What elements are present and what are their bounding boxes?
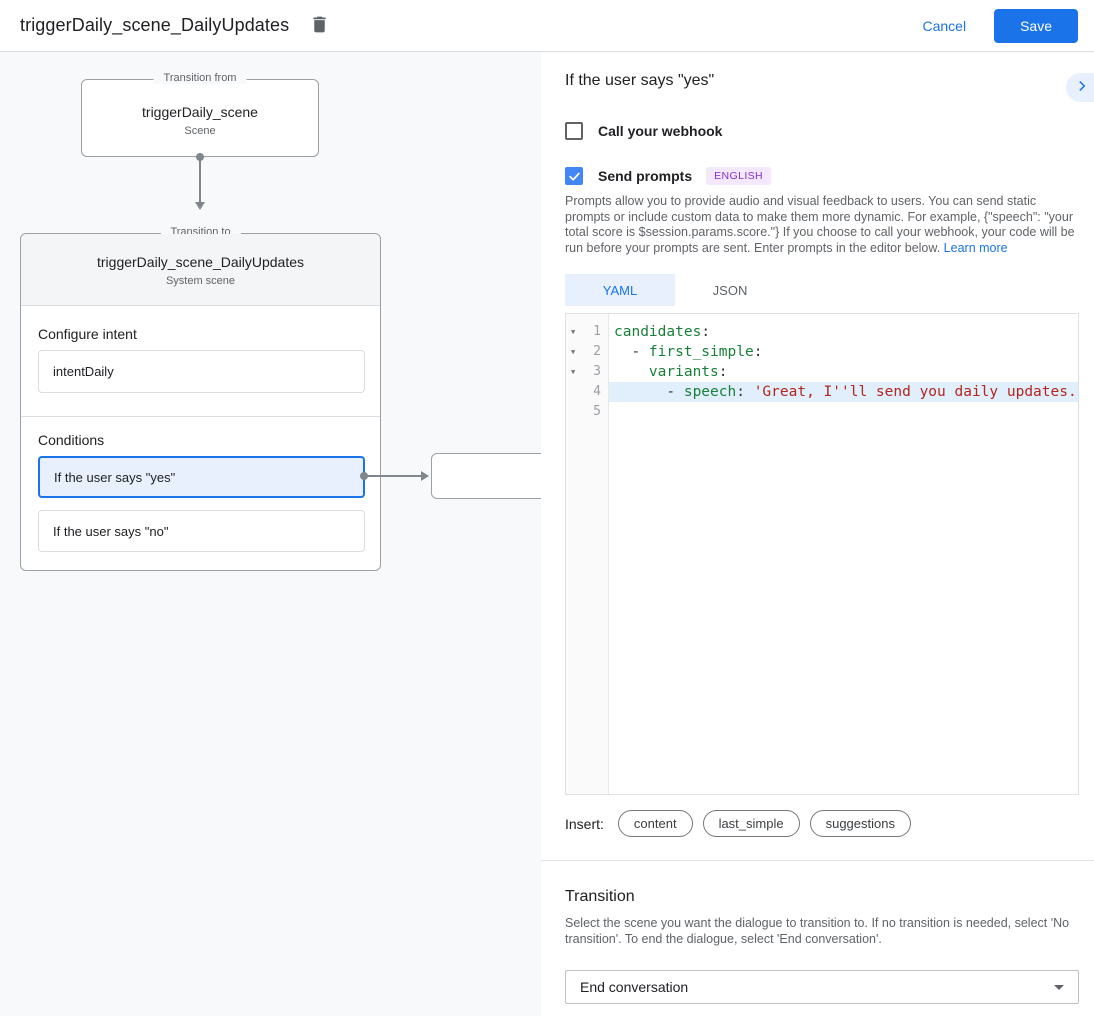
transition-description: Select the scene you want the dialogue t… <box>565 916 1070 946</box>
collapse-panel-button[interactable] <box>1066 73 1094 102</box>
to-scene-type: System scene <box>165 275 236 287</box>
connector-arrowhead-right <box>421 471 429 481</box>
transition-select[interactable]: End conversation <box>565 970 1079 1004</box>
cancel-button[interactable]: Cancel <box>922 17 967 34</box>
node-section-divider <box>21 416 380 417</box>
fold-arrow-icon[interactable]: ▼ <box>571 368 576 376</box>
to-node-header: triggerDaily_scene_DailyUpdates System s… <box>21 234 380 306</box>
transition-selected-value: End conversation <box>580 979 689 995</box>
fold-arrow-icon[interactable]: ▼ <box>571 348 576 356</box>
configure-intent-label: Configure intent <box>38 326 137 342</box>
insert-chip-last-simple[interactable]: last_simple <box>702 810 800 837</box>
dropdown-caret-icon <box>1054 984 1064 990</box>
line-number: 3 <box>593 364 601 379</box>
gutter-line: ▼2 <box>566 342 608 362</box>
transition-from-legend: Transition from <box>153 72 247 84</box>
connector-line-horizontal <box>366 475 422 477</box>
send-prompts-label: Send prompts <box>598 168 693 184</box>
line-number: 2 <box>593 344 601 359</box>
transition-to-node[interactable]: Transition to triggerDaily_scene_DailyUp… <box>20 226 381 571</box>
send-prompts-checkbox-row[interactable]: Send prompts ENGLISH <box>565 167 772 185</box>
chevron-right-icon <box>1075 79 1089 96</box>
condition-connector-dot <box>360 472 368 480</box>
call-webhook-checkbox-row[interactable]: Call your webhook <box>565 122 722 140</box>
condition-item-no[interactable]: If the user says "no" <box>38 510 365 552</box>
conditions-label: Conditions <box>38 432 105 448</box>
main-area: Transition from triggerDaily_scene Scene… <box>0 52 1094 1016</box>
tab-json[interactable]: JSON <box>712 282 748 298</box>
trash-icon <box>309 14 330 38</box>
intent-item[interactable]: intentDaily <box>38 350 365 393</box>
code-line[interactable]: candidates: <box>614 324 711 340</box>
insert-chip-suggestions[interactable]: suggestions <box>809 810 911 837</box>
scene-flow-canvas: Transition from triggerDaily_scene Scene… <box>0 52 541 1016</box>
condition-editor-panel: If the user says "yes" Call your webhook… <box>541 52 1094 1016</box>
top-header: triggerDaily_scene_DailyUpdates Cancel S… <box>0 0 1094 52</box>
insert-row: Insert: content last_simple suggestions <box>565 810 921 837</box>
call-webhook-label: Call your webhook <box>598 123 723 139</box>
from-scene-name: triggerDaily_scene <box>142 104 258 120</box>
transition-section-title: Transition <box>565 888 635 905</box>
learn-more-link[interactable]: Learn more <box>943 240 1008 255</box>
prompts-description: Prompts allow you to provide audio and v… <box>565 194 1075 255</box>
to-scene-name: triggerDaily_scene_DailyUpdates <box>97 254 304 270</box>
section-divider <box>541 860 1094 861</box>
tab-yaml[interactable]: YAML <box>565 274 675 306</box>
intent-name: intentDaily <box>53 364 114 379</box>
scene-title: triggerDaily_scene_DailyUpdates <box>20 15 290 35</box>
panel-title: If the user says "yes" <box>565 72 715 89</box>
condition-target-node[interactable] <box>431 453 541 499</box>
editor-code[interactable]: candidates: - first_simple: variants: - … <box>609 314 1078 794</box>
code-line[interactable] <box>609 402 1078 422</box>
gutter-line: ▼3 <box>566 362 608 382</box>
line-number: 4 <box>593 384 601 399</box>
connector-arrowhead-down <box>195 202 205 210</box>
fold-arrow-icon[interactable]: ▼ <box>571 328 576 336</box>
checkbox-unchecked-icon[interactable] <box>565 122 583 140</box>
code-line[interactable]: - first_simple: <box>614 344 763 360</box>
save-button[interactable]: Save <box>994 8 1078 43</box>
checkbox-checked-icon[interactable] <box>565 167 583 185</box>
line-number: 5 <box>593 404 601 419</box>
from-scene-type: Scene <box>184 125 216 137</box>
insert-chip-content[interactable]: content <box>617 810 693 837</box>
transition-from-node[interactable]: Transition from triggerDaily_scene Scene <box>81 72 319 157</box>
condition-item-yes[interactable]: If the user says "yes" <box>38 456 365 498</box>
line-number: 1 <box>593 324 601 339</box>
format-tabs: YAML JSON <box>565 274 785 306</box>
gutter-line: ▼1 <box>566 322 608 342</box>
gutter-line: 4 <box>566 382 608 402</box>
condition-no-label: If the user says "no" <box>53 523 169 539</box>
language-badge: ENGLISH <box>706 167 772 185</box>
code-line[interactable]: - speech: 'Great, I''ll send you daily u… <box>609 382 1078 402</box>
insert-label: Insert: <box>565 815 604 832</box>
delete-scene-button[interactable] <box>305 10 334 42</box>
gutter-line: 5 <box>566 402 608 422</box>
connector-dot <box>196 153 204 161</box>
condition-yes-label: If the user says "yes" <box>54 469 176 485</box>
connector-line-vertical <box>199 158 201 203</box>
code-line[interactable]: variants: <box>648 364 728 380</box>
